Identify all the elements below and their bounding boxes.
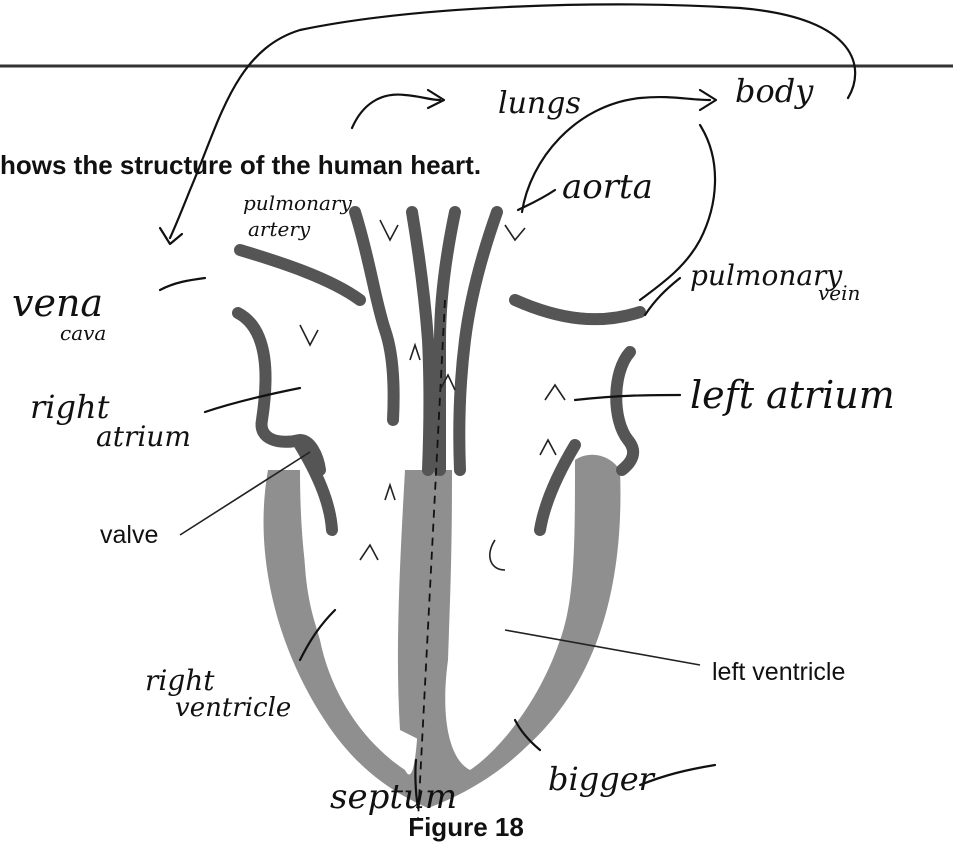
pulmonary-artery-left-wall bbox=[355, 212, 394, 420]
aorta-label: aorta bbox=[562, 167, 653, 207]
pulmonary-vein bbox=[515, 300, 640, 319]
valve-label: valve bbox=[100, 521, 158, 549]
heart-illustration bbox=[238, 212, 640, 820]
left-atrium-wall bbox=[616, 352, 633, 470]
caption-text: hows the structure of the human heart. bbox=[0, 150, 481, 180]
leader-left-atrium bbox=[575, 395, 680, 400]
aorta-right-wall bbox=[459, 212, 497, 470]
left-ventricle-chamber bbox=[463, 515, 560, 690]
right-ventricle-label-2: ventricle bbox=[175, 693, 291, 723]
pulmonary-artery-label-2: artery bbox=[248, 217, 311, 241]
right-atrium-label-2: atrium bbox=[96, 420, 191, 453]
septum-label: septum bbox=[330, 777, 457, 817]
vena-cava-label-1: vena bbox=[12, 281, 103, 325]
vena-cava-upper bbox=[240, 250, 360, 300]
vena-cava-label-2: cava bbox=[60, 321, 106, 345]
leader-vena-cava bbox=[160, 278, 205, 290]
aorta-left-wall bbox=[440, 212, 455, 470]
body-label: body bbox=[735, 72, 814, 110]
left-ventricle-label: left ventricle bbox=[712, 658, 845, 686]
leader-left-ventricle bbox=[505, 630, 700, 665]
lungs-label: lungs bbox=[498, 86, 581, 121]
to-lungs-arrow bbox=[352, 95, 440, 128]
mitral-valve bbox=[540, 445, 575, 530]
leader-right-atrium bbox=[205, 388, 300, 412]
pulmonary-artery-right-wall bbox=[412, 212, 430, 470]
left-atrium-label: left atrium bbox=[690, 373, 895, 417]
bigger-label: bigger bbox=[548, 760, 656, 798]
pulmonary-artery-label-1: pulmonary bbox=[243, 191, 352, 215]
pulmonary-vein-label-2: vein bbox=[818, 281, 860, 305]
